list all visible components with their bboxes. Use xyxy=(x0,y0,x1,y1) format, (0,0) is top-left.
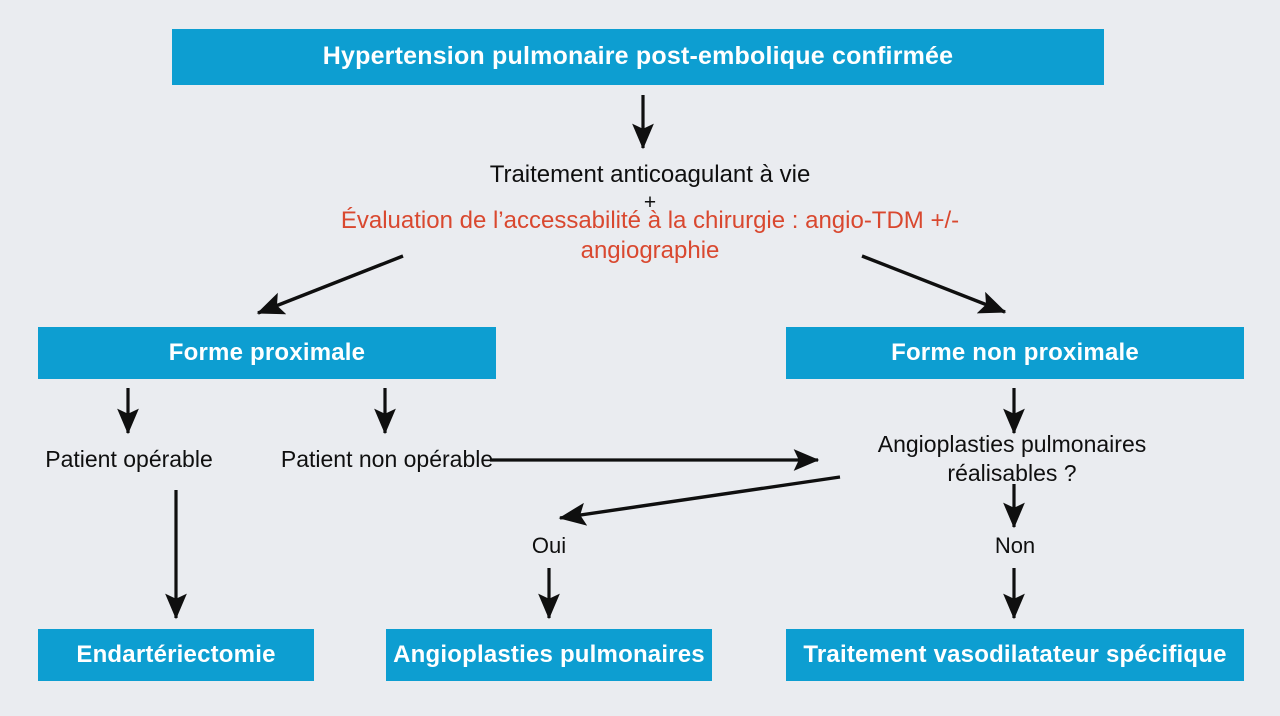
node-plus-separator: + xyxy=(643,190,657,214)
node-pulmonary-angioplasty: Angioplasties pulmonaires xyxy=(386,629,712,681)
edge-angioplasty-question-to-yes xyxy=(558,475,841,526)
node-endarterectomy: Endartériectomie xyxy=(38,629,314,681)
node-patient-non-operable: Patient non opérable xyxy=(280,445,494,472)
edge-label-yes: Oui xyxy=(531,533,567,558)
node-patient-operable: Patient opérable xyxy=(45,445,213,472)
node-specific-vasodilator-treatment: Traitement vasodilatateur spécifique xyxy=(786,629,1244,681)
node-anticoagulant-treatment: Traitement anticoagulant à vie xyxy=(489,160,811,188)
edge-label-no: Non xyxy=(994,533,1036,558)
node-form-proximal: Forme proximale xyxy=(38,327,496,379)
node-surgical-accessibility-evaluation: Évaluation de l’accessabilité à la chiru… xyxy=(340,207,960,264)
node-form-non-proximal: Forme non proximale xyxy=(786,327,1244,379)
node-angioplasty-feasible-question: Angioplasties pulmonaires réalisables ? xyxy=(877,431,1147,486)
node-root-diagnosis: Hypertension pulmonaire post-embolique c… xyxy=(172,29,1104,85)
